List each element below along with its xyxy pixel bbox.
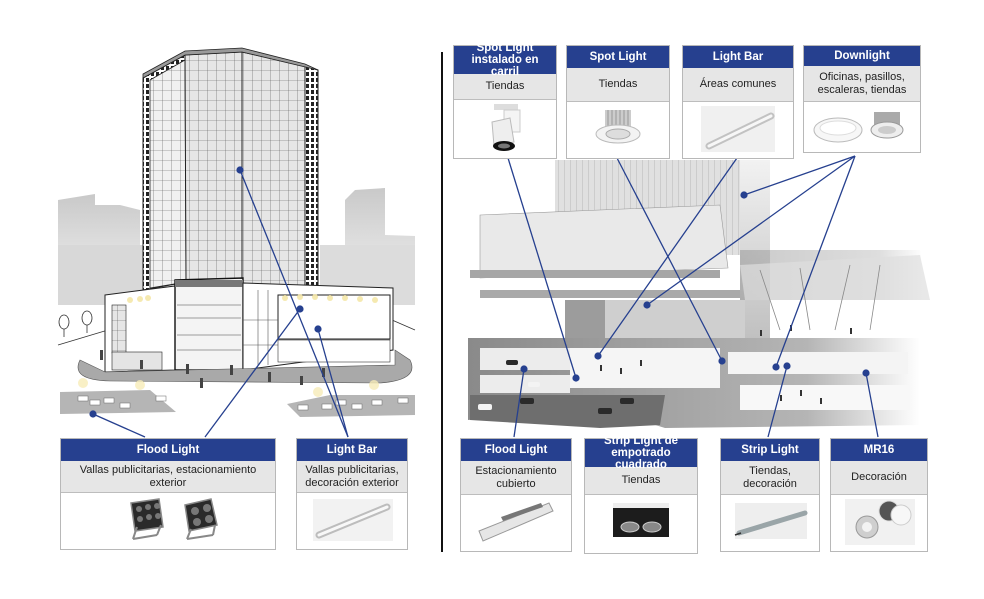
card-strip-light: Strip Light Tiendas, decoración bbox=[720, 438, 820, 552]
card-title: Strip Light de empotrado cuadrado bbox=[585, 435, 697, 471]
card-use: Áreas comunes bbox=[683, 68, 793, 102]
card-title: Downlight bbox=[804, 46, 920, 66]
strip-light-icon bbox=[721, 495, 819, 551]
card-title: Light Bar bbox=[683, 46, 793, 68]
left-building-drawing bbox=[57, 47, 416, 417]
square-recessed-light-icon bbox=[585, 495, 697, 553]
card-use: Vallas publicitarias, estacionamiento ex… bbox=[61, 461, 275, 493]
right-building-cutaway bbox=[468, 160, 930, 428]
connector-dots bbox=[89, 166, 870, 418]
flood-light-fixtures-icon bbox=[61, 493, 275, 549]
card-track-spot-light: Spot Light instalado en carril Tiendas bbox=[453, 42, 557, 159]
recessed-spot-light-icon bbox=[567, 102, 669, 158]
card-title: Flood Light bbox=[461, 439, 571, 461]
light-bar-icon bbox=[297, 493, 407, 549]
linear-flood-light-icon bbox=[461, 495, 571, 551]
card-light-bar-common: Light Bar Áreas comunes bbox=[682, 45, 794, 159]
card-use: Tiendas bbox=[454, 74, 556, 100]
card-use: Oficinas, pasillos, escaleras, tiendas bbox=[804, 66, 920, 102]
card-mr16: MR16 Decoración bbox=[830, 438, 928, 552]
card-title: MR16 bbox=[831, 439, 927, 461]
connector-lines bbox=[92, 155, 879, 438]
card-use: Vallas publicitarias, decoración exterio… bbox=[297, 461, 407, 493]
card-title: Spot Light instalado en carril bbox=[454, 42, 556, 78]
card-use: Tiendas bbox=[585, 467, 697, 495]
downlight-icon bbox=[804, 102, 920, 152]
light-bar-icon bbox=[683, 102, 793, 158]
card-use: Estacionamiento cubierto bbox=[461, 461, 571, 495]
card-use: Tiendas, decoración bbox=[721, 461, 819, 495]
card-downlight: Downlight Oficinas, pasillos, escaleras,… bbox=[803, 45, 921, 153]
card-recessed-spot-light: Spot Light Tiendas bbox=[566, 45, 670, 159]
card-title: Spot Light bbox=[567, 46, 669, 68]
card-square-recessed-light: Strip Light de empotrado cuadrado Tienda… bbox=[584, 435, 698, 554]
card-flood-light-outdoor: Flood Light Vallas publicitarias, estaci… bbox=[60, 438, 276, 550]
card-title: Strip Light bbox=[721, 439, 819, 461]
section-divider bbox=[441, 52, 443, 552]
card-flood-light-covered-parking: Flood Light Estacionamiento cubierto bbox=[460, 438, 572, 552]
mr16-bulb-icon bbox=[831, 495, 927, 551]
card-light-bar-outdoor: Light Bar Vallas publicitarias, decoraci… bbox=[296, 438, 408, 550]
card-use: Decoración bbox=[831, 461, 927, 495]
card-use: Tiendas bbox=[567, 68, 669, 102]
track-spot-light-icon bbox=[454, 100, 556, 158]
card-title: Light Bar bbox=[297, 439, 407, 461]
card-title: Flood Light bbox=[61, 439, 275, 461]
